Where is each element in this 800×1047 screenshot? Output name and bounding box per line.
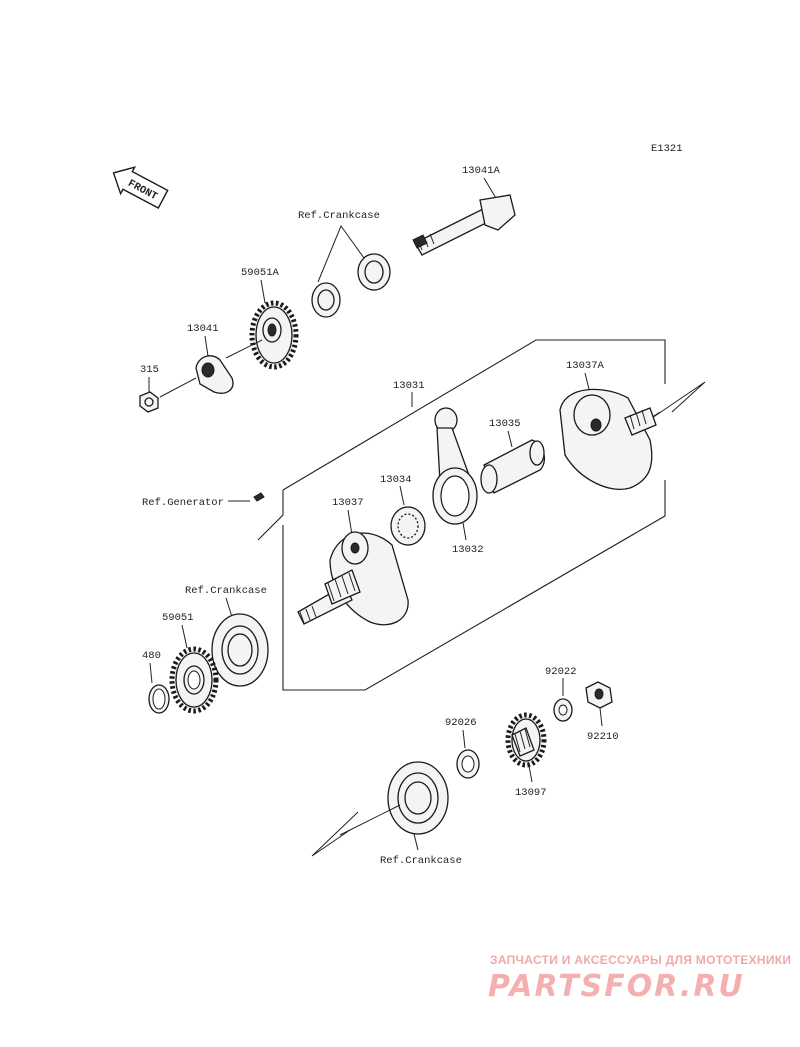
watermark-logo: ЗАПЧАСТИ И АКСЕССУАРЫ ДЛЯ МОТОТЕХНИКИ PA… [488,953,791,1004]
crank-web-13037[interactable] [297,531,409,626]
label-13097: 13097 [515,787,547,799]
balancer-weight-13041[interactable] [195,355,234,394]
label-13035: 13035 [489,418,521,430]
label-13041A: 13041A [462,165,501,177]
ref-generator: Ref.Generator [142,497,224,509]
circlip-480[interactable] [148,684,170,714]
gear-13097[interactable] [505,712,547,768]
ref-crankcase-top: Ref.Crankcase [298,210,380,222]
gear-59051A[interactable] [249,300,299,370]
label-13037: 13037 [332,497,364,509]
label-59051A: 59051A [241,267,280,279]
front-arrow-icon: FRONT [112,166,169,209]
label-13031: 13031 [393,380,425,392]
washer-92022[interactable] [553,698,573,722]
label-13032: 13032 [452,544,484,556]
connecting-rod-13032[interactable] [432,407,478,525]
direction-arrow-left [311,804,401,857]
bearing-bottom-large[interactable] [387,761,449,835]
label-59051: 59051 [162,612,194,624]
label-92022: 92022 [545,666,577,678]
collar-92026[interactable] [456,749,480,779]
ref-crankcase-bottom: Ref.Crankcase [380,855,462,867]
label-92026: 92026 [445,717,477,729]
balancer-shaft-13041A[interactable] [412,177,516,256]
gear-59051[interactable] [169,646,219,714]
crankshaft-assembly-frame [257,339,666,691]
label-13037A: 13037A [566,360,605,372]
diagram-code: E1321 [651,143,683,155]
label-315: 315 [140,364,159,376]
label-480: 480 [142,650,161,662]
bearing-left-large[interactable] [211,613,269,687]
svg-text:ЗАПЧАСТИ И АКСЕССУАРЫ ДЛЯ МОТО: ЗАПЧАСТИ И АКСЕССУАРЫ ДЛЯ МОТОТЕХНИКИ [490,953,791,967]
ref-crankcase-left: Ref.Crankcase [185,585,267,597]
bearing-top-left[interactable] [311,282,341,318]
label-13041: 13041 [187,323,219,335]
label-13034: 13034 [380,474,412,486]
needle-bearing-13034[interactable] [390,506,426,546]
crankpin-13035[interactable] [480,439,546,494]
nut-315[interactable] [139,391,159,413]
nut-92210[interactable] [585,681,613,709]
key-icon[interactable] [253,492,265,502]
crank-web-13037A[interactable] [559,388,657,490]
label-92210: 92210 [587,731,619,743]
svg-text:PARTSFOR.RU: PARTSFOR.RU [488,969,745,1004]
bearing-top-right[interactable] [357,253,391,291]
